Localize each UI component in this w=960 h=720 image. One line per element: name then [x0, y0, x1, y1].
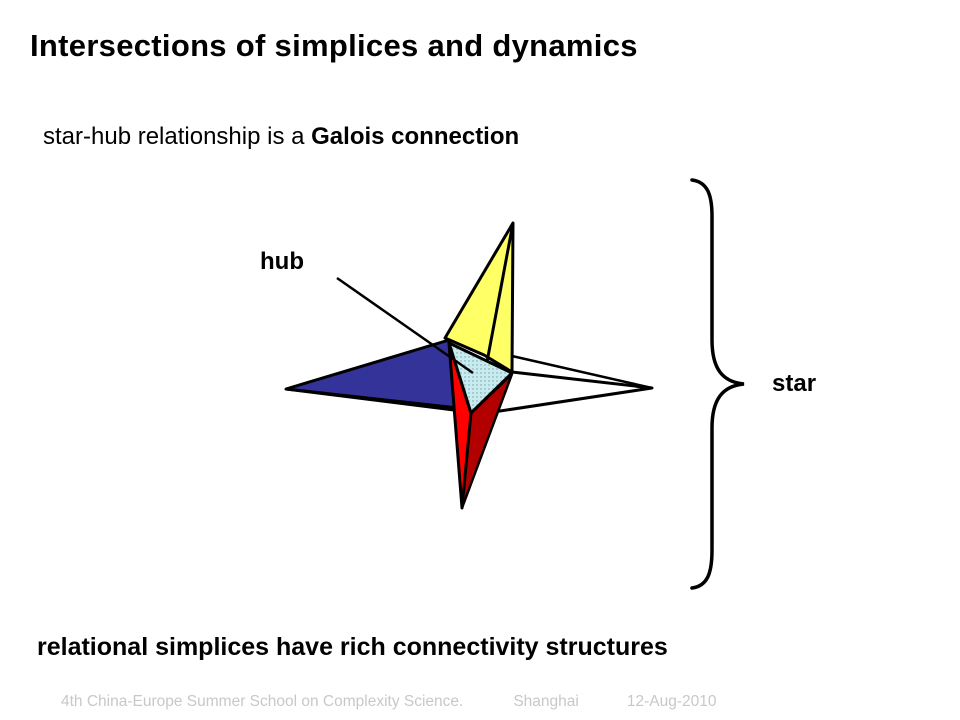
footer-place: Shanghai: [513, 693, 579, 710]
blue-simplex-bottom-edge: [285, 387, 471, 414]
conclusion-text: relational simplices have rich connectiv…: [37, 633, 668, 661]
footer-event: 4th China-Europe Summer School on Comple…: [61, 693, 464, 710]
blue-simplex: [284, 338, 460, 410]
white-simplex-edge: [511, 354, 653, 390]
slide-subtitle: star-hub relationship is a Galois connec…: [43, 123, 519, 151]
yellow-simplex-ridge: [485, 222, 515, 363]
hub-label: hub: [260, 248, 304, 275]
star-brace: [690, 178, 745, 590]
footer-date: 12-Aug-2010: [626, 693, 717, 710]
slide-title: Intersections of simplices and dynamics: [30, 28, 638, 63]
subtitle-emphasis: Galois connection: [311, 123, 520, 150]
slide-footer: 4th China-Europe Summer School on Comple…: [61, 693, 716, 711]
subtitle-text: star-hub relationship is a: [43, 123, 312, 150]
star-label: star: [772, 370, 817, 397]
hub-simplex: [447, 341, 514, 415]
hub-pointer-line: [336, 276, 474, 375]
